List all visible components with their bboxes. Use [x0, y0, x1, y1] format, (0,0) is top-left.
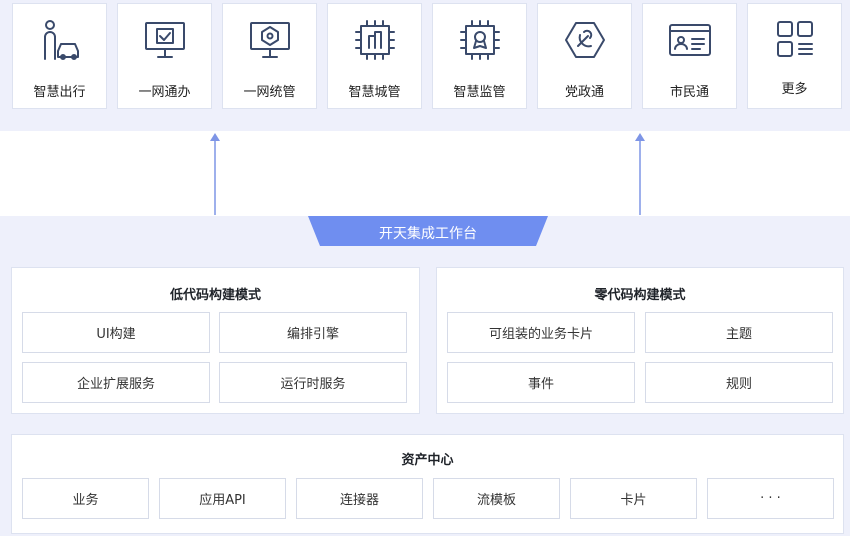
app-label: 更多 [781, 82, 808, 97]
zero-code-item-events[interactable]: 事件 [447, 362, 635, 403]
app-label: 一网通办 [138, 85, 191, 100]
monitor-check-icon [118, 17, 211, 63]
asset-item-more[interactable]: · · · [707, 478, 834, 519]
zero-code-item-cards[interactable]: 可组装的业务卡片 [447, 312, 635, 353]
app-citizen-service[interactable]: 市民通 [642, 3, 737, 109]
zero-code-item-theme[interactable]: 主题 [645, 312, 833, 353]
app-one-network-management[interactable]: 一网统管 [222, 3, 317, 109]
low-code-item-ui-build[interactable]: UI构建 [22, 312, 210, 353]
app-label: 智慧监管 [453, 85, 506, 100]
platform-banner: 开天集成工作台 [308, 216, 548, 246]
party-emblem-icon [538, 17, 631, 63]
zero-code-item-rules[interactable]: 规则 [645, 362, 833, 403]
arrow-up-right [635, 133, 645, 215]
low-code-item-runtime[interactable]: 运行时服务 [219, 362, 407, 403]
chip-building-icon [328, 17, 421, 63]
zero-code-title: 零代码构建模式 [594, 288, 686, 303]
app-smart-city-management[interactable]: 智慧城管 [327, 3, 422, 109]
application-layer: 智慧出行 一网通办 一网统管 [0, 0, 850, 131]
app-smart-travel[interactable]: 智慧出行 [12, 3, 107, 109]
asset-center-title: 资产中心 [401, 453, 454, 468]
app-label: 智慧城管 [348, 85, 401, 100]
asset-item-app-api[interactable]: 应用API [159, 478, 286, 519]
app-label: 市民通 [669, 85, 709, 100]
app-label: 智慧出行 [33, 85, 86, 100]
person-car-icon [13, 17, 106, 63]
app-party-government[interactable]: 党政通 [537, 3, 632, 109]
id-card-icon [643, 17, 736, 63]
grid-more-icon [748, 17, 841, 63]
banner-shape [308, 216, 548, 246]
low-code-item-orchestration[interactable]: 编排引擎 [219, 312, 407, 353]
asset-center-panel: 资产中心 [11, 434, 844, 534]
app-more[interactable]: 更多 [747, 3, 842, 109]
asset-item-card[interactable]: 卡片 [570, 478, 697, 519]
app-label: 一网统管 [243, 85, 296, 100]
platform-title: 开天集成工作台 [379, 226, 477, 242]
monitor-hexagon-icon [223, 17, 316, 63]
low-code-item-extension[interactable]: 企业扩展服务 [22, 362, 210, 403]
app-smart-supervision[interactable]: 智慧监管 [432, 3, 527, 109]
app-label: 党政通 [564, 85, 604, 100]
asset-item-business[interactable]: 业务 [22, 478, 149, 519]
asset-item-connector[interactable]: 连接器 [296, 478, 423, 519]
low-code-title: 低代码构建模式 [169, 288, 261, 303]
arrow-up-left [210, 133, 220, 215]
chip-badge-icon [433, 17, 526, 63]
asset-item-flow-template[interactable]: 流模板 [433, 478, 560, 519]
app-one-network-service[interactable]: 一网通办 [117, 3, 212, 109]
